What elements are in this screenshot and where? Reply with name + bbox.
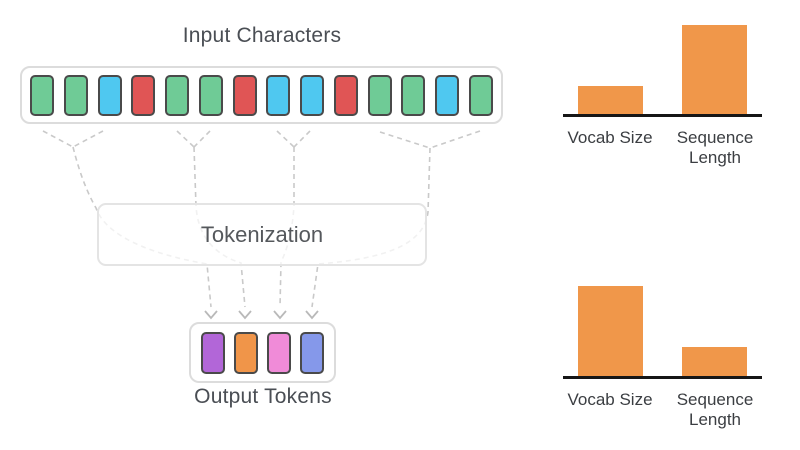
- category-label-vocab-size: Vocab Size: [567, 128, 653, 147]
- input-char-cell-5-green: [165, 74, 190, 116]
- bar-sequence-length: [682, 25, 747, 114]
- input-characters-title: Input Characters: [182, 24, 342, 47]
- tokenization-label: Tokenization: [200, 221, 324, 247]
- chart-category-labels: Vocab Size Sequence Length: [563, 128, 763, 176]
- input-characters-container: [20, 66, 503, 124]
- output-token-cell-2-orange: [234, 331, 258, 374]
- tradeoff-chart-top: Vocab Size Sequence Length: [563, 22, 763, 176]
- output-token-cell-1-purple: [201, 331, 225, 374]
- input-char-cell-4-red: [131, 74, 156, 116]
- input-char-cell-7-red: [232, 74, 257, 116]
- chart-category-labels: Vocab Size Sequence Length: [563, 390, 763, 438]
- input-char-cell-8-blue: [266, 74, 291, 116]
- bar-sequence-length: [682, 347, 747, 376]
- chart-plot-area: [563, 22, 763, 114]
- input-char-cell-14-green: [468, 74, 493, 116]
- arrowhead-icon: [204, 310, 218, 320]
- category-label-vocab-size: Vocab Size: [567, 390, 653, 409]
- input-char-cell-3-blue: [97, 74, 122, 116]
- input-char-cell-10-red: [333, 74, 358, 116]
- input-char-cell-13-blue: [435, 74, 460, 116]
- input-char-cell-2-green: [63, 74, 88, 116]
- input-char-cell-6-green: [198, 74, 223, 116]
- bar-vocab-size: [578, 86, 643, 114]
- input-char-cell-11-green: [367, 74, 392, 116]
- output-token-cell-3-pink: [267, 331, 291, 374]
- arrowhead-icon: [238, 310, 252, 320]
- chart-plot-area: [563, 284, 763, 376]
- input-char-cell-12-green: [401, 74, 426, 116]
- input-char-cell-1-green: [30, 74, 54, 116]
- chart-x-axis: [563, 114, 762, 117]
- tradeoff-chart-bottom: Vocab Size Sequence Length: [563, 284, 763, 438]
- output-token-cell-4-periwinkle: [300, 331, 324, 374]
- category-label-sequence-length: Sequence Length: [676, 390, 754, 429]
- input-char-cell-9-blue: [300, 74, 325, 116]
- arrowhead-icon: [273, 310, 287, 320]
- arrowhead-icon: [305, 310, 319, 320]
- category-label-sequence-length: Sequence Length: [676, 128, 754, 167]
- output-tokens-title: Output Tokens: [194, 385, 332, 408]
- output-tokens-container: [189, 322, 336, 383]
- tokenization-box: Tokenization: [97, 203, 427, 266]
- bar-vocab-size: [578, 286, 643, 376]
- chart-x-axis: [563, 376, 762, 379]
